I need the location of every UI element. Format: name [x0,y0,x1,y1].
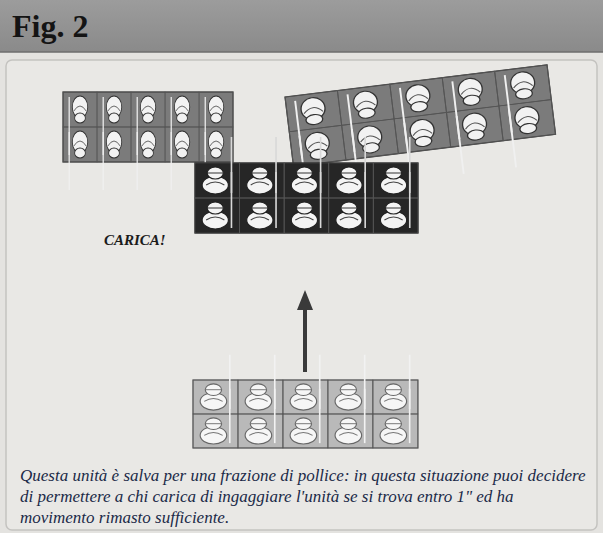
header-band [0,0,603,52]
target-unit [195,137,418,233]
charge-arrow [297,290,313,372]
charging-unit [193,355,418,448]
charge-label: CARICA! [104,232,166,249]
figure-caption: Questa unità è salva per una frazione di… [20,465,588,528]
inner-panel [6,60,597,530]
figure-title: Fig. 2 [12,8,88,45]
